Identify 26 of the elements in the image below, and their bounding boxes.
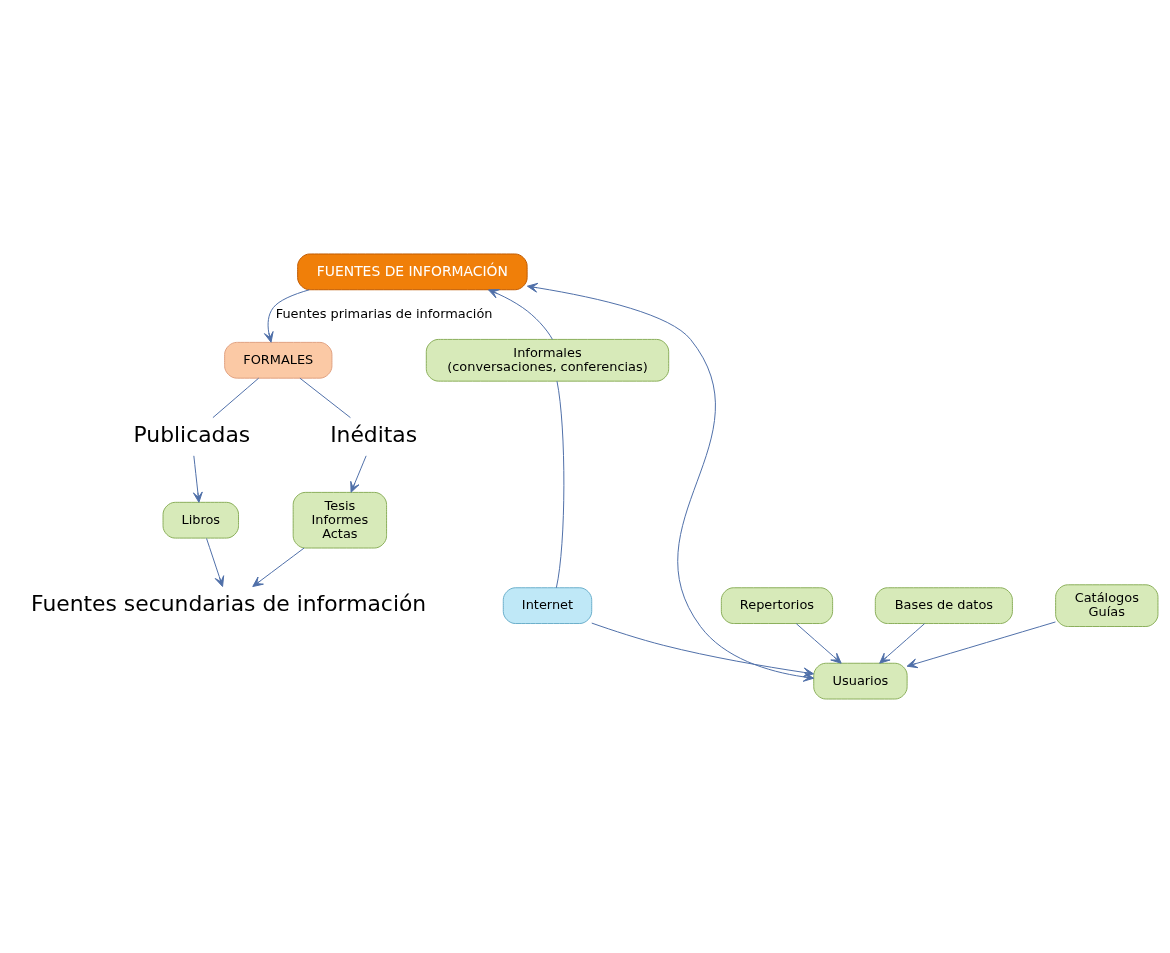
node-box: Repertorios (720, 587, 834, 625)
connector (212, 377, 260, 419)
connector (299, 377, 351, 419)
arrow (192, 455, 203, 503)
node-box: FUENTES DE INFORMACIÓN (297, 253, 528, 291)
node-box: Usuarios (813, 662, 908, 700)
node-box: Internet (502, 587, 593, 625)
edge-label: Fuentes primarias de información (275, 305, 493, 321)
node-box: Bases de datos (874, 587, 1013, 625)
node-box: Catálogos Guías (1055, 584, 1159, 627)
node-text: Inéditas (330, 422, 418, 448)
arrow (795, 623, 842, 664)
connector (555, 380, 565, 589)
node-box: FORMALES (224, 341, 333, 379)
node-box: Libros (162, 501, 240, 539)
node-box: Informales (conversaciones, conferencias) (425, 338, 670, 382)
arrow (879, 623, 925, 664)
arrow (906, 621, 1056, 669)
arrow (488, 289, 553, 340)
arrow (252, 547, 305, 588)
node-text: Fuentes secundarias de información (31, 591, 427, 617)
arrow (263, 289, 310, 343)
node-box: Tesis Informes Actas (292, 491, 388, 549)
arrow (206, 538, 225, 587)
node-text: Publicadas (133, 422, 251, 448)
arrow (350, 455, 367, 493)
